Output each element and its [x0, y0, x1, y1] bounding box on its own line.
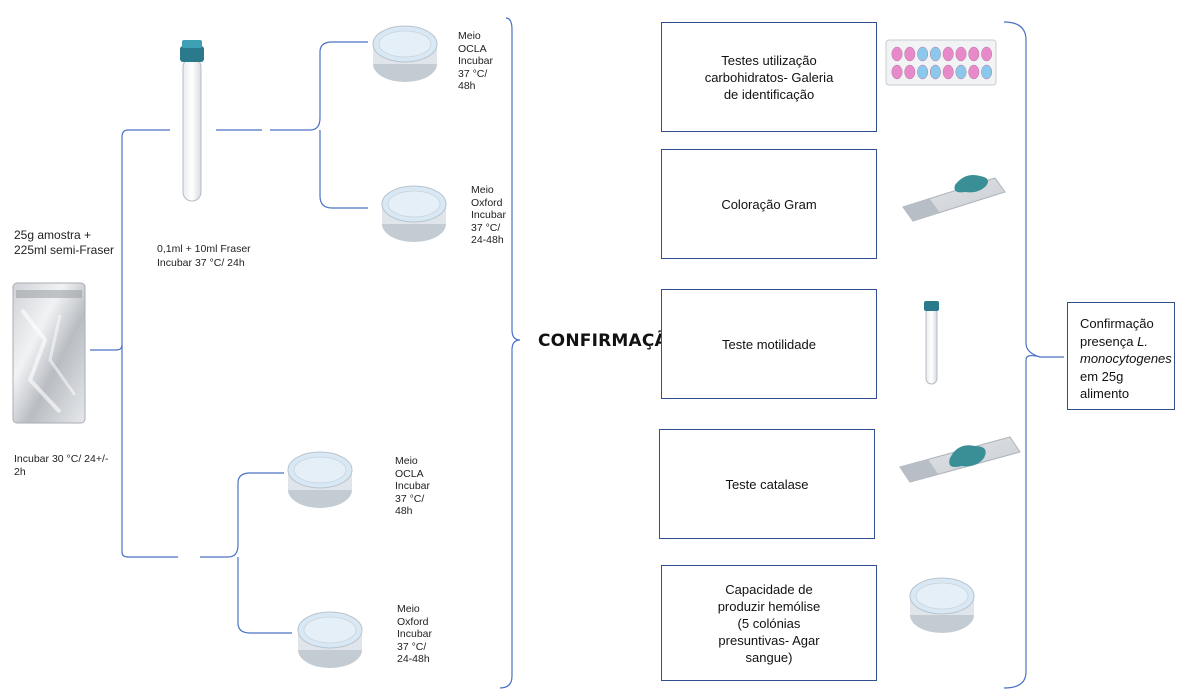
confirmation-heading: CONFIRMAÇÃO	[538, 331, 683, 351]
flow-connectors	[90, 17, 1064, 689]
gram-slide-icon	[902, 175, 1006, 222]
gallery-well	[968, 46, 980, 62]
gallery-well	[904, 64, 916, 80]
gallery-well	[981, 46, 993, 62]
petri-dish-bottom-oxford-icon	[297, 611, 363, 668]
fraser-label: 0,1ml + 10ml Fraser Incubar 37 °C/ 24h	[157, 243, 251, 269]
plate-bottom-oxford-label: Meio Oxford Incubar 37 °C/ 24-48h	[397, 603, 433, 665]
connector-top-split-down	[319, 130, 368, 209]
gallery-well	[955, 64, 967, 80]
blood-agar-dish-icon	[909, 577, 975, 633]
bracket-result	[1003, 21, 1064, 689]
petri-dish-top-oxford-icon	[381, 185, 447, 242]
gallery-well	[968, 64, 980, 80]
gallery-well	[917, 64, 929, 80]
sample-bag-icon	[12, 282, 86, 424]
gallery-well	[955, 46, 967, 62]
catalase-slide-icon	[899, 436, 1021, 483]
result-box: Confirmação presença L. monocytogenes em…	[1067, 302, 1175, 410]
gallery-well	[904, 46, 916, 62]
test-box-motility: Teste motilidade	[661, 289, 877, 399]
sample-incubation-label: Incubar 30 °C/ 24+/- 2h	[14, 453, 109, 478]
connector-bottom-split	[200, 472, 284, 558]
test-box-gram: Coloração Gram	[661, 149, 877, 259]
result-line-2: presença L.	[1080, 333, 1174, 351]
sample-label: 25g amostra + 225ml semi-Fraser	[14, 228, 115, 257]
bracket-confirmation	[499, 17, 521, 689]
result-line-5: alimento	[1080, 386, 1130, 401]
connector-bottom-split-down	[237, 557, 292, 634]
plate-top-oxford-label: Meio Oxford Incubar 37 °C/ 24-48h	[471, 184, 507, 246]
fraser-tube-icon	[180, 40, 204, 202]
gallery-well	[942, 64, 954, 80]
result-line-1: Confirmação	[1080, 316, 1154, 331]
test-box-catalase: Teste catalase	[659, 429, 875, 539]
gallery-well	[891, 64, 903, 80]
gallery-well	[981, 64, 993, 80]
gallery-well	[929, 46, 941, 62]
result-organism-genus: L.	[1137, 333, 1148, 349]
test-box-carbohydrates: Testes utilização carbohidratos- Galeria…	[661, 22, 877, 132]
plate-bottom-ocla-label: Meio OCLA Incubar 37 °C/ 48h	[395, 455, 431, 517]
gallery-well	[942, 46, 954, 62]
petri-dish-top-ocla-icon	[372, 25, 438, 82]
result-organism-species: monocytogenes	[1080, 351, 1172, 366]
connector-to-bottom-plates	[121, 345, 178, 558]
identification-gallery-icon	[885, 39, 997, 86]
result-line-2-prefix: presença	[1080, 333, 1138, 349]
petri-dish-bottom-ocla-icon	[287, 451, 353, 508]
motility-tube-icon	[924, 301, 939, 385]
gallery-well	[929, 64, 941, 80]
gallery-well	[917, 46, 929, 62]
gallery-well	[891, 46, 903, 62]
result-line-3: monocytogenes	[1080, 350, 1174, 368]
connector-top-split	[270, 41, 368, 131]
test-box-hemolysis: Capacidade de produzir hemólise (5 colón…	[661, 565, 877, 681]
connector-to-fraser	[121, 129, 170, 138]
result-line-4: em 25g	[1080, 368, 1124, 384]
plate-top-ocla-label: Meio OCLA Incubar 37 °C/ 48h	[458, 30, 494, 92]
